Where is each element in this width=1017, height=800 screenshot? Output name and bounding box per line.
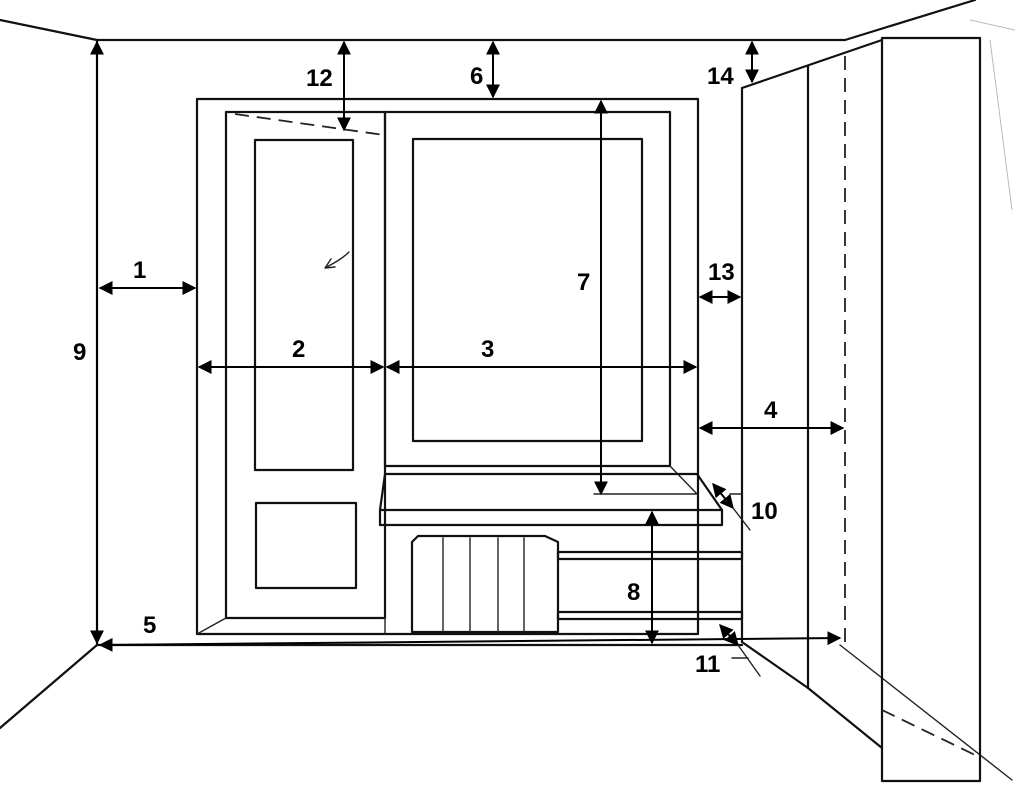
label-8: 8	[627, 579, 640, 606]
dimension-lines	[90, 40, 845, 677]
radiator	[410, 534, 744, 634]
dimension-10-line	[712, 482, 734, 510]
label-6: 6	[470, 63, 483, 90]
label-1: 1	[133, 257, 146, 284]
label-7: 7	[577, 269, 590, 296]
label-5: 5	[143, 612, 156, 639]
window-sill	[378, 472, 724, 527]
door-open-arrow	[324, 251, 350, 269]
label-9: 9	[73, 339, 86, 366]
balcony-door	[196, 110, 387, 635]
window	[383, 110, 699, 496]
label-13: 13	[708, 259, 735, 286]
dimension-labels: 1 2 3 4 5 6 7 8 9 10 11 12 13 14	[73, 63, 778, 678]
dimension-5-line	[98, 631, 842, 652]
dimension-11-line	[719, 623, 739, 647]
room-outline	[0, 0, 1016, 781]
label-12: 12	[306, 65, 333, 92]
label-10: 10	[751, 498, 778, 525]
wardrobe	[740, 36, 982, 783]
label-14: 14	[707, 63, 734, 90]
label-2: 2	[292, 336, 305, 363]
label-3: 3	[481, 336, 494, 363]
label-4: 4	[764, 397, 778, 424]
label-11: 11	[695, 651, 720, 678]
